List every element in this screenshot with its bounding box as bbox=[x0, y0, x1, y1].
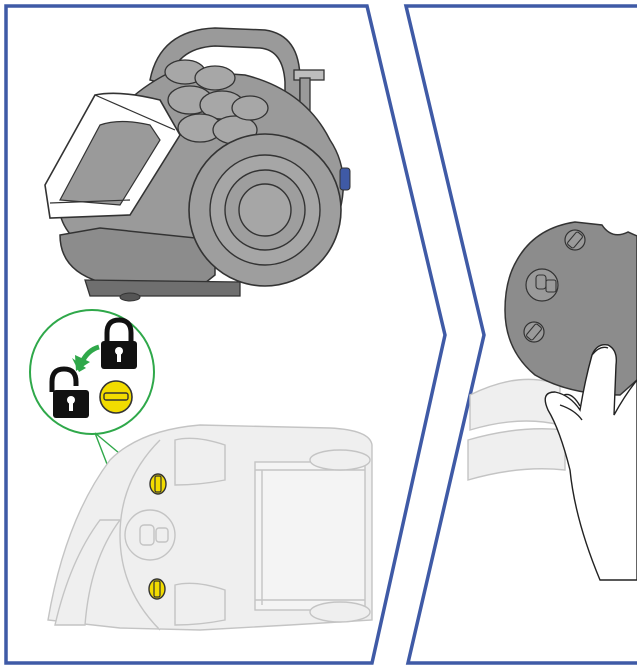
screw-slot-icon bbox=[99, 380, 133, 414]
padlock-closed-icon bbox=[101, 317, 137, 369]
vacuum-cleaner-illustration bbox=[44, 27, 351, 302]
cyclone-cones bbox=[164, 59, 269, 145]
hand-illustration bbox=[544, 344, 637, 581]
screw-top bbox=[149, 473, 167, 495]
bin-inner-shadow bbox=[59, 120, 161, 206]
left-panel bbox=[4, 4, 447, 665]
blue-accent bbox=[339, 167, 351, 191]
large-wheel bbox=[188, 133, 342, 287]
castor-wheel bbox=[119, 292, 141, 302]
screw-bottom bbox=[148, 578, 166, 600]
callout-circle bbox=[29, 309, 155, 435]
plate-screw-top bbox=[564, 229, 586, 251]
right-background-ghost bbox=[467, 378, 566, 481]
plate-center-fitting bbox=[525, 268, 559, 302]
plate-screw-bottom bbox=[523, 321, 545, 343]
base-lower bbox=[84, 279, 241, 297]
curved-arrow-icon bbox=[72, 344, 100, 372]
padlock-open-icon bbox=[49, 366, 89, 418]
right-panel bbox=[403, 4, 637, 665]
